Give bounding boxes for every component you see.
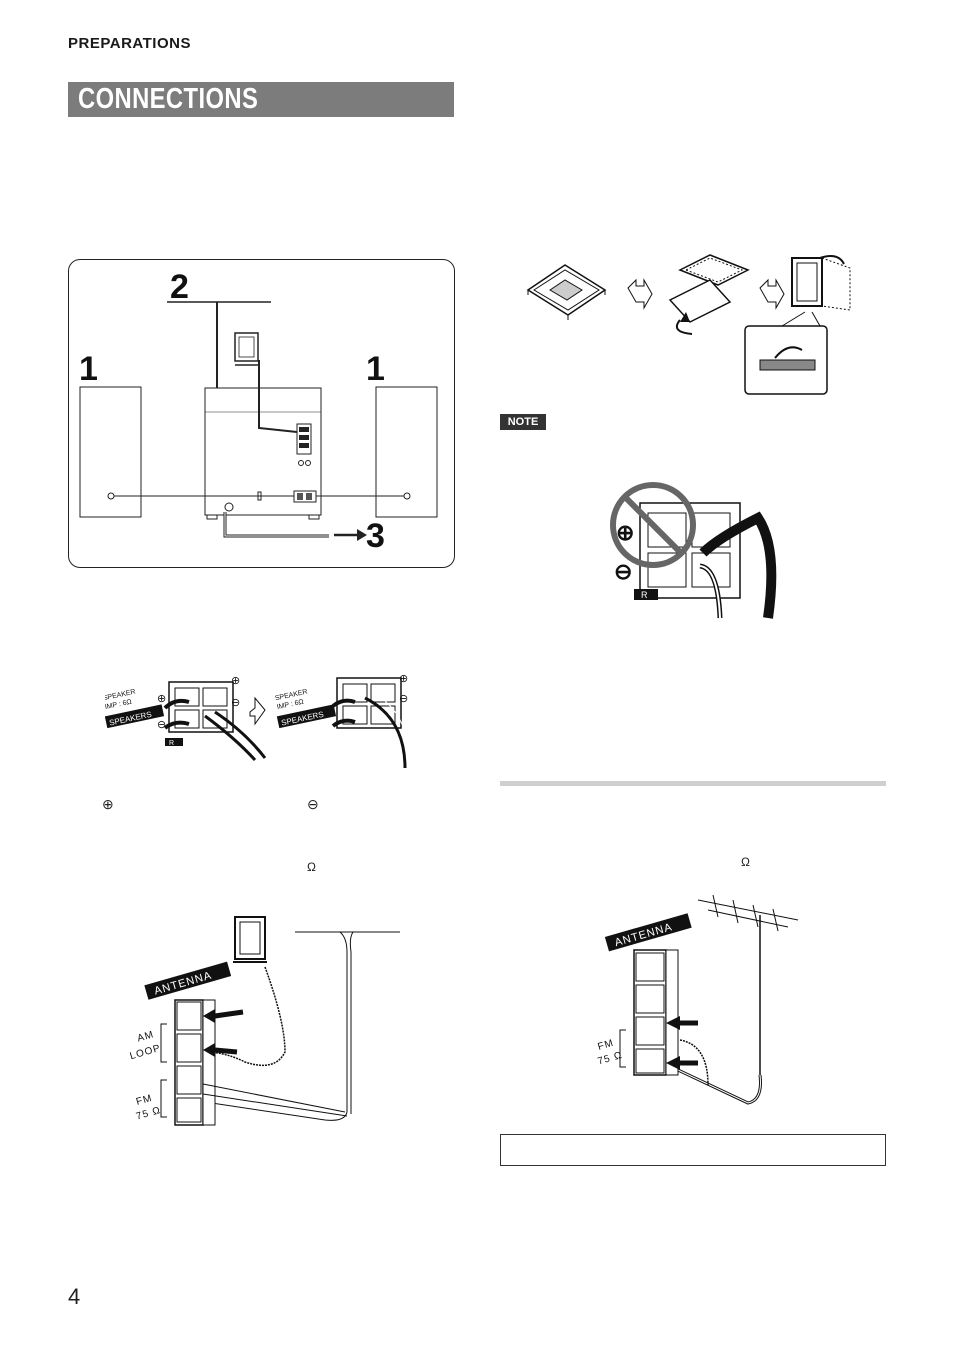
antenna-connection-figure-left: ANTENNA AM LOOP FM 75 Ω: [125, 912, 415, 1137]
page-number: 4: [68, 1284, 81, 1309]
note-figure-svg: R ⊕ ⊖: [610, 482, 777, 619]
antenna-connection-figure-right: ANTENNA FM 75 Ω: [588, 894, 808, 1110]
loop-label: LOOP: [129, 1043, 163, 1062]
minus-symbol-text: ⊖: [307, 796, 319, 812]
callout-1-right: 1: [366, 350, 385, 388]
ohm-symbol-left: Ω: [307, 860, 316, 874]
plus-symbol-text: ⊕: [102, 796, 114, 812]
speaker-connection-figure: SPEAKERS SPEAKER IMP : 6Ω ⊕ ⊕ ⊖ ⊖ R SPEA…: [102, 668, 415, 773]
antenna-label-left: ANTENNA: [153, 970, 214, 998]
note-incorrect-connection-figure: R ⊕ ⊖: [608, 478, 808, 623]
note-channel-label: R: [641, 590, 648, 600]
note-minus-symbol: ⊖: [614, 559, 632, 584]
ohm-symbol-right: Ω: [741, 855, 750, 869]
callout-3: 3: [366, 517, 385, 555]
fm-label-right: FM: [596, 1038, 615, 1053]
right-speaker: [375, 386, 438, 518]
section-divider: [500, 781, 886, 786]
note-plus-symbol: ⊕: [616, 520, 634, 545]
overview-diagram: 1 2 1 3: [68, 259, 455, 568]
r-label-1: R: [169, 740, 174, 747]
overview-diagram-svg: 1 2 1 3: [79, 268, 438, 555]
am-antenna-assembly-svg: [526, 254, 851, 395]
empty-note-box: [500, 1134, 886, 1166]
callout-2: 2: [170, 268, 189, 306]
left-speaker: [79, 386, 142, 518]
svg-text:⊖: ⊖: [399, 693, 408, 705]
fm-label-left: FM: [135, 1093, 154, 1108]
note-badge: NOTE: [500, 414, 546, 430]
speaker-connection-svg: SPEAKERS SPEAKER IMP : 6Ω ⊕ ⊕ ⊖ ⊖ R SPEA…: [102, 673, 411, 769]
antenna-label-right: ANTENNA: [613, 921, 674, 949]
section-label: PREPARATIONS: [68, 35, 191, 52]
svg-text:⊖: ⊖: [231, 697, 240, 709]
svg-text:⊕: ⊕: [399, 673, 408, 685]
page-title: CONNECTIONS: [78, 83, 259, 115]
svg-text:⊕: ⊕: [231, 675, 240, 687]
am-label: AM: [136, 1029, 155, 1044]
antenna-left-svg: ANTENNA AM LOOP FM 75 Ω: [129, 916, 400, 1126]
callout-1-left: 1: [79, 350, 98, 388]
svg-text:⊕: ⊕: [157, 693, 166, 705]
title-bar: CONNECTIONS: [68, 82, 454, 117]
antenna-right-svg: ANTENNA FM 75 Ω: [596, 894, 799, 1105]
svg-text:⊖: ⊖: [157, 719, 166, 731]
am-antenna-assembly-figure: [520, 250, 865, 396]
